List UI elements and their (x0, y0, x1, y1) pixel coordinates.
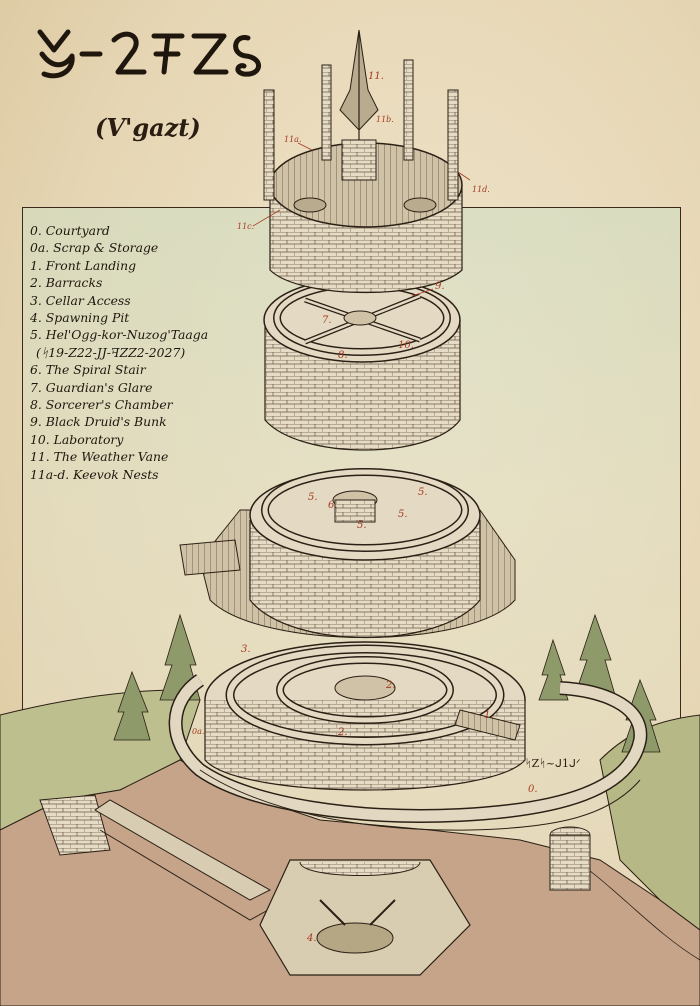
legend-item-spiral-stair: 6. The Spiral Stair (30, 362, 146, 378)
courtyard-runes: ᛋZᛋ~ᒍ1ᒍᐟ (525, 757, 581, 770)
label-leaders (252, 142, 471, 297)
label-courtyard: 0. (528, 784, 538, 795)
label-nest-11b: 11b. (376, 115, 394, 124)
tower-upper-floor (263, 277, 461, 451)
legend-item-barracks: 2. Barracks (30, 275, 103, 291)
tower-middle-floor (179, 468, 516, 638)
label-guardians-glare: 7. (322, 315, 332, 326)
label-spiral-stair: 6. (328, 500, 338, 511)
label-pit-5-d: 5. (357, 520, 367, 531)
legend-item-weather-vane: 11. The Weather Vane (30, 449, 169, 465)
spawning-pit (259, 859, 471, 976)
entry-bridge (39, 794, 272, 921)
tower-top-floor (263, 29, 463, 294)
label-pit-5-c: 5. (398, 509, 408, 520)
label-nest-11d: 11d. (472, 185, 490, 194)
label-black-druids-bunk: 9. (435, 281, 445, 292)
label-weather-vane: 11. (368, 71, 384, 82)
map-labels: 11. 11b. 11a. 11d. 11c. 9. 7. 8. 10. 5. … (192, 71, 581, 944)
legend-item-sorcerers-chamber: 8. Sorcerer's Chamber (30, 397, 173, 413)
label-nest-11c: 11c. (237, 222, 254, 231)
map-legend: 0. Courtyard 0a. Scrap & Storage 1. Fron… (30, 222, 270, 483)
subtitle: (V'gazt) (95, 113, 201, 142)
courtyard-wall (168, 674, 648, 891)
label-front-landing: 1. (484, 710, 494, 721)
legend-item-scrap-storage: 0a. Scrap & Storage (30, 240, 159, 256)
label-barracks-b: 2. (337, 727, 348, 738)
label-spawning-pit: 4. (306, 933, 317, 944)
runic-title (37, 29, 261, 79)
legend-item-hel-ogg: 5. Hel'Ogg-kor-Nuzog'Taaga (30, 327, 209, 343)
legend-item-guardians-glare: 7. Guardian's Glare (30, 379, 153, 395)
legend-item-front-landing: 1. Front Landing (30, 257, 137, 273)
label-cellar-access: 3. (241, 644, 251, 655)
label-barracks-a: 2. (385, 680, 396, 691)
label-sorcerers-chamber: 8. (338, 350, 348, 361)
legend-item-courtyard: 0. Courtyard (30, 223, 110, 238)
legend-item-laboratory: 10. Laboratory (30, 431, 124, 447)
label-pit-5-b: 5. (418, 487, 428, 498)
legend-item-hel-ogg-runes: (ᛋ19-Z22-JJ-ꟻZZ2-2027) (36, 344, 186, 360)
label-laboratory: 10. (398, 340, 414, 351)
label-pit-5-a: 5. (308, 492, 318, 503)
legend-item-spawning-pit: 4. Spawning Pit (30, 310, 130, 326)
tower-ground-floor (204, 641, 526, 791)
label-scrap-storage: 0a. (192, 727, 204, 736)
label-nest-11a: 11a. (284, 135, 302, 144)
legend-item-cellar-access: 3. Cellar Access (30, 292, 131, 308)
legend-item-black-druids-bunk: 9. Black Druid's Bunk (30, 414, 167, 430)
legend-item-keevok-nests: 11a-d. Keevok Nests (30, 466, 159, 482)
